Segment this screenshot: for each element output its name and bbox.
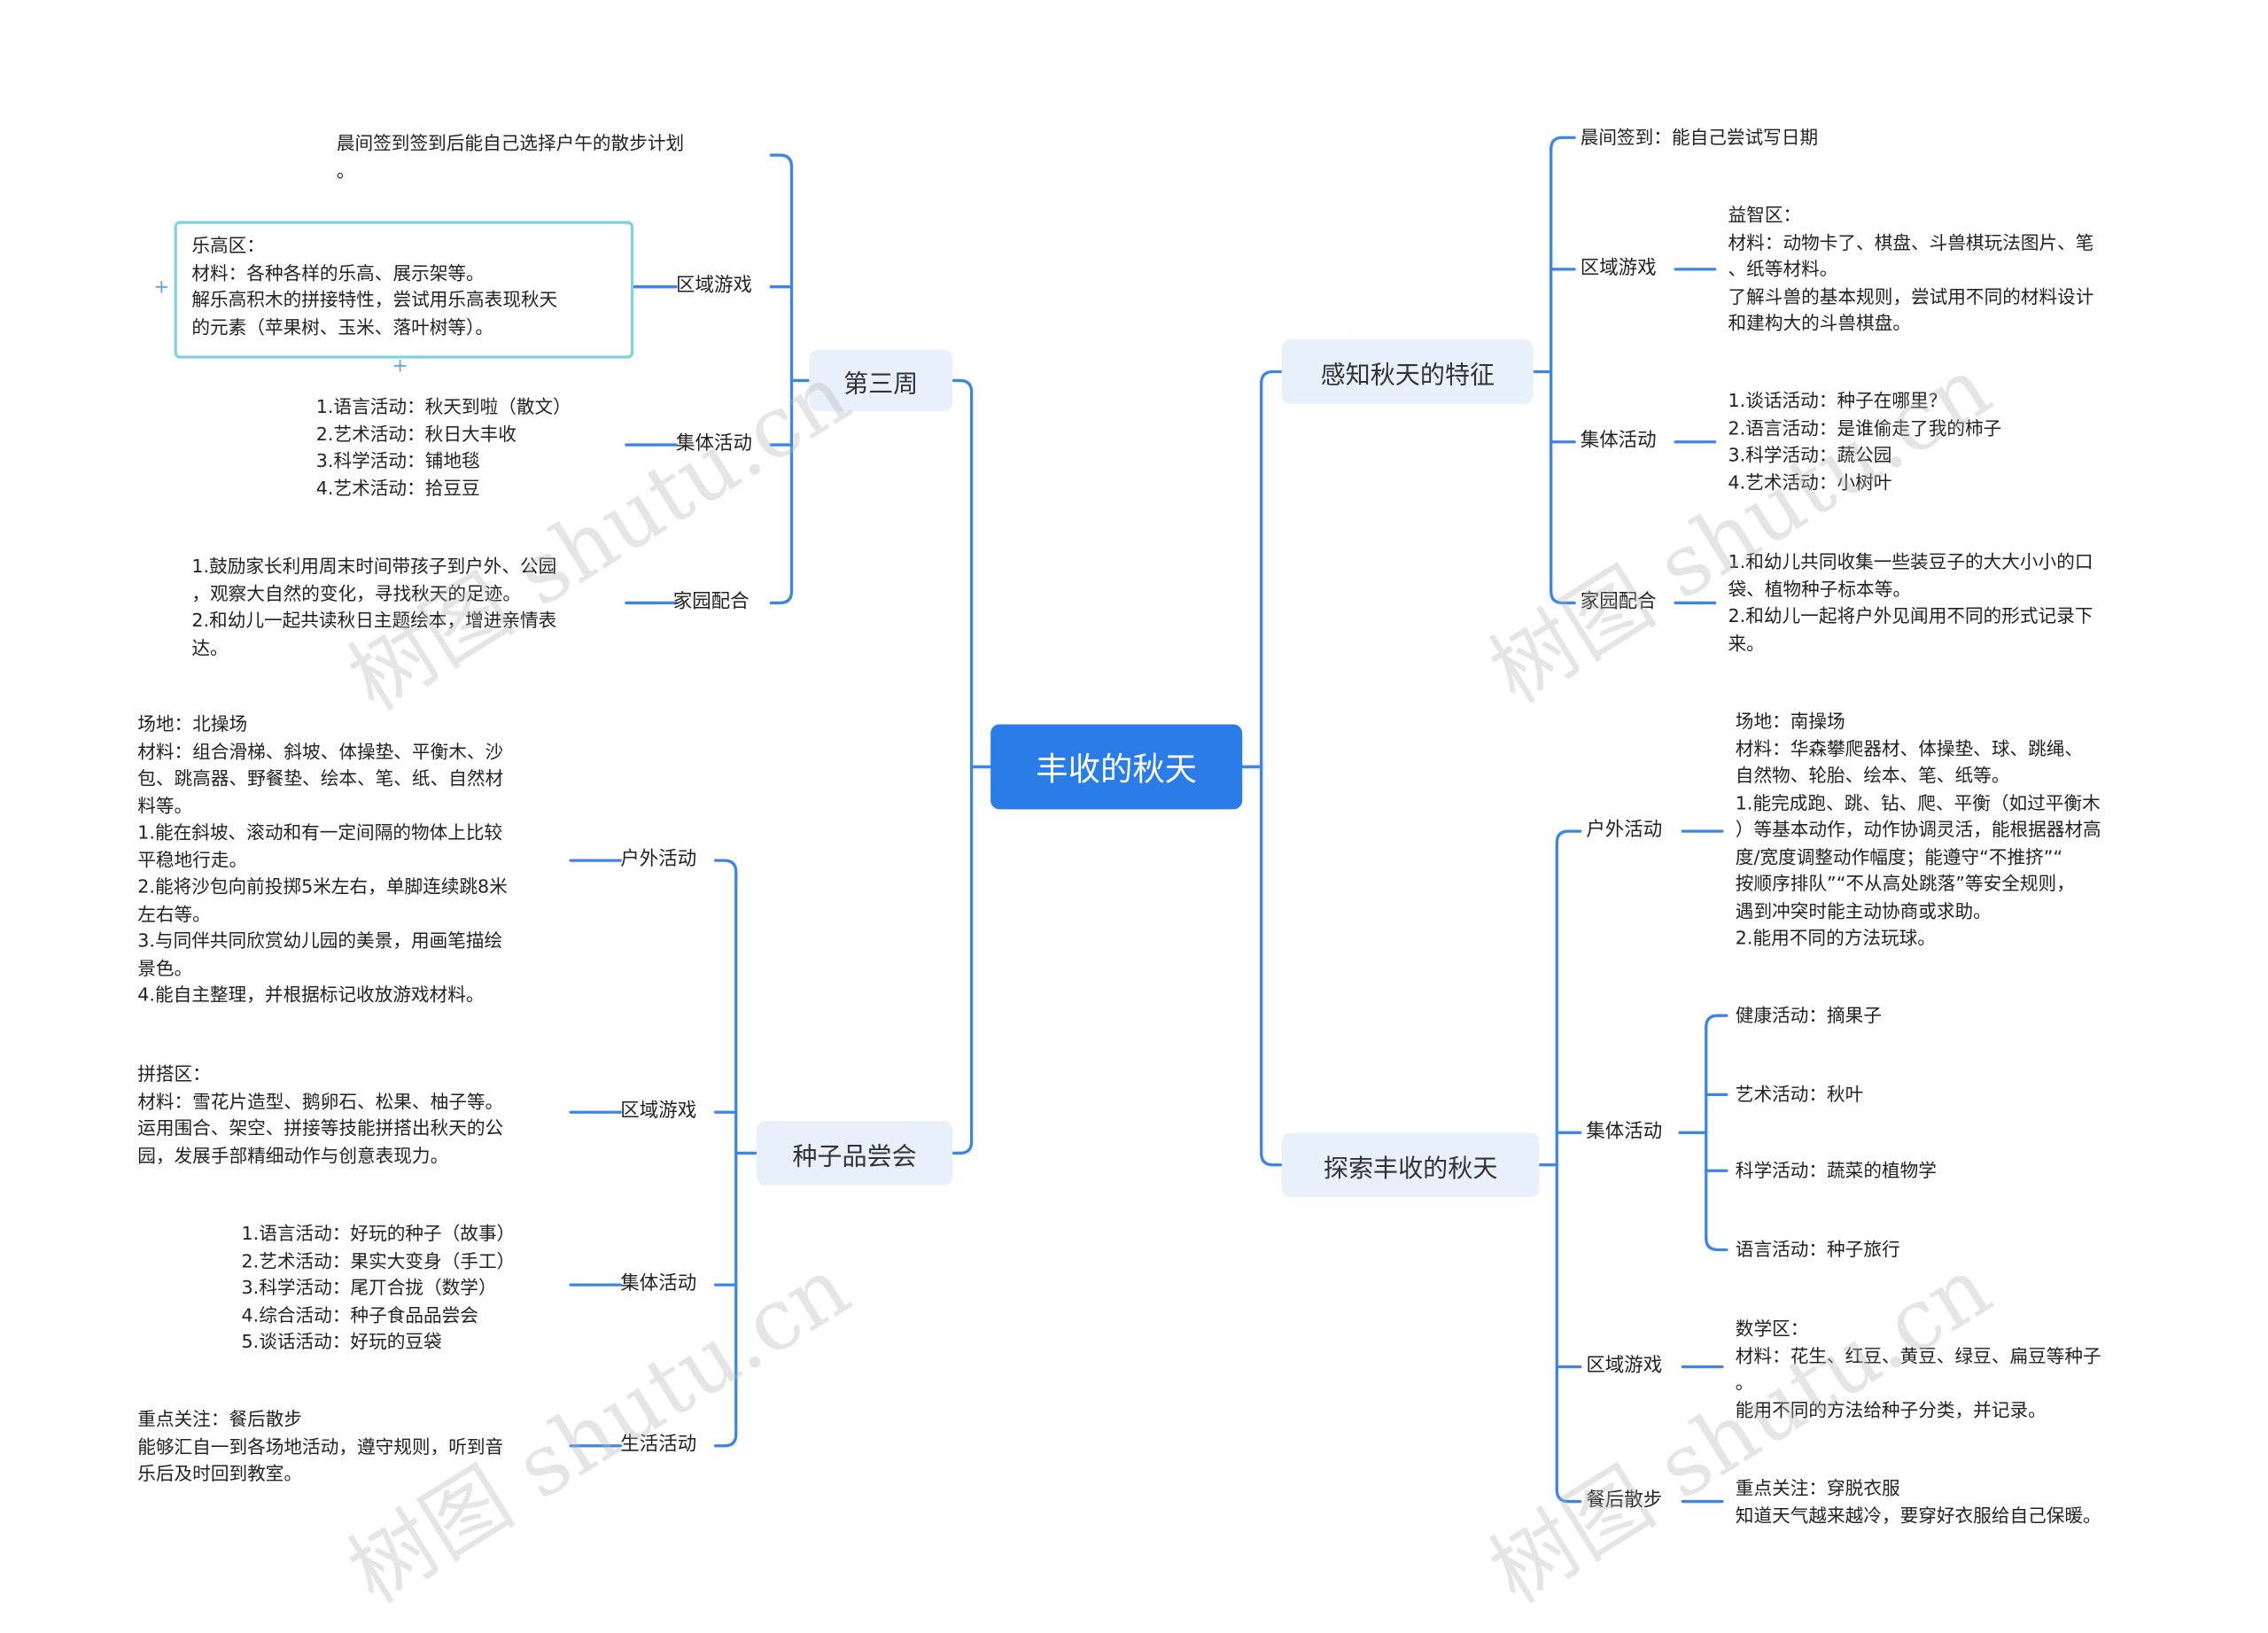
seeds-area-game-label[interactable]: 区域游戏 [620, 1100, 697, 1123]
explore-group-sub-art[interactable]: 艺术活动：秋叶 [1735, 1083, 1864, 1105]
seeds-outdoor-detail[interactable]: 场地：北操场 材料：组合滑梯、斜坡、体操垫、平衡木、沙 包、跳高器、野餐垫、绘本… [137, 712, 508, 1006]
seeds-group-activity-detail[interactable]: 1.语言活动：好玩的种子（故事） 2.艺术活动：果实大变身（手工） 3.科学活动… [241, 1222, 516, 1353]
seeds-daily-life-label[interactable]: 生活活动 [620, 1434, 697, 1457]
topic-week3[interactable]: 第三周 [809, 349, 953, 412]
selected-node-frame [174, 221, 634, 359]
features-home-coop-label[interactable]: 家园配合 [1580, 591, 1657, 614]
features-morning-checkin[interactable]: 晨间签到：能自己尝试写日期 [1580, 126, 1819, 148]
seeds-outdoor-label[interactable]: 户外活动 [620, 848, 697, 871]
week3-morning-checkin[interactable]: 晨间签到签到后能自己选择户午的散步计划 。 [336, 131, 685, 181]
explore-group-sub-health[interactable]: 健康活动：摘果子 [1735, 1003, 1882, 1026]
topic-seed-tasting[interactable]: 种子品尝会 [756, 1121, 953, 1186]
root-topic[interactable]: 丰收的秋天 [990, 724, 1243, 810]
week3-group-activity-detail[interactable]: 1.语言活动：秋天到啦（散文） 2.艺术活动：秋日大丰收 3.科学活动：铺地毯 … [315, 394, 571, 499]
features-group-activity-label[interactable]: 集体活动 [1580, 430, 1657, 453]
week3-home-coop-label[interactable]: 家园配合 [672, 591, 750, 614]
add-icon[interactable]: + [392, 355, 408, 378]
explore-outdoor-label[interactable]: 户外活动 [1586, 819, 1663, 842]
features-area-game-detail[interactable]: 益智区： 材料：动物卡了、棋盘、斗兽棋玩法图片、笔 、纸等材料。 了解斗兽的基本… [1728, 203, 2094, 334]
add-icon[interactable]: + [153, 276, 170, 299]
explore-group-sub-science[interactable]: 科学活动：蔬菜的植物学 [1735, 1159, 1937, 1181]
week3-group-activity-label[interactable]: 集体活动 [676, 432, 752, 455]
explore-outdoor-detail[interactable]: 场地：南操场 材料：华森攀爬器材、体操垫、球、跳绳、 自然物、轮胎、绘本、笔、纸… [1735, 710, 2101, 949]
seeds-group-activity-label[interactable]: 集体活动 [620, 1272, 697, 1295]
seeds-daily-life-detail[interactable]: 重点关注：餐后散步 能够汇自一到各场地活动，遵守规则，听到音 乐后及时回到教室。 [137, 1407, 504, 1484]
seeds-area-game-detail[interactable]: 拼搭区： 材料：雪花片造型、鹅卵石、松果、柚子等。 运用围合、架空、拼接等技能拼… [137, 1062, 504, 1166]
topic-explore-harvest[interactable]: 探索丰收的秋天 [1281, 1132, 1540, 1198]
features-group-activity-detail[interactable]: 1.谈话活动：种子在哪里？ 2.语言活动：是谁偷走了我的柿子 3.科学活动：蔬公… [1728, 389, 2002, 493]
explore-group-activity-label[interactable]: 集体活动 [1586, 1121, 1663, 1143]
explore-group-sub-language[interactable]: 语言活动：种子旅行 [1735, 1238, 1900, 1261]
week3-area-game-label[interactable]: 区域游戏 [676, 275, 752, 298]
week3-home-coop-detail[interactable]: 1.鼓励家长利用周末时间带孩子到户外、公园 ，观察大自然的变化，寻找秋天的足迹。… [191, 554, 557, 658]
features-area-game-label[interactable]: 区域游戏 [1580, 257, 1657, 280]
explore-after-meal-label[interactable]: 餐后散步 [1586, 1489, 1663, 1512]
explore-area-game-detail[interactable]: 数学区： 材料：花生、红豆、黄豆、绿豆、扁豆等种子 。 能用不同的方法给种子分类… [1735, 1317, 2101, 1420]
explore-after-meal-detail[interactable]: 重点关注：穿脱衣服 知道天气越来越冷，要穿好衣服给自己保暖。 [1735, 1476, 2101, 1526]
week3-area-game-detail[interactable]: 乐高区： 材料：各种各样的乐高、展示架等。 解乐高积木的拼接特性，尝试用乐高表现… [191, 234, 558, 338]
features-home-coop-detail[interactable]: 1.和幼儿共同收集一些装豆子的大大小小的口 袋、植物种子标本等。 2.和幼儿一起… [1728, 550, 2093, 654]
explore-area-game-label[interactable]: 区域游戏 [1586, 1355, 1663, 1378]
topic-autumn-features[interactable]: 感知秋天的特征 [1281, 339, 1534, 404]
